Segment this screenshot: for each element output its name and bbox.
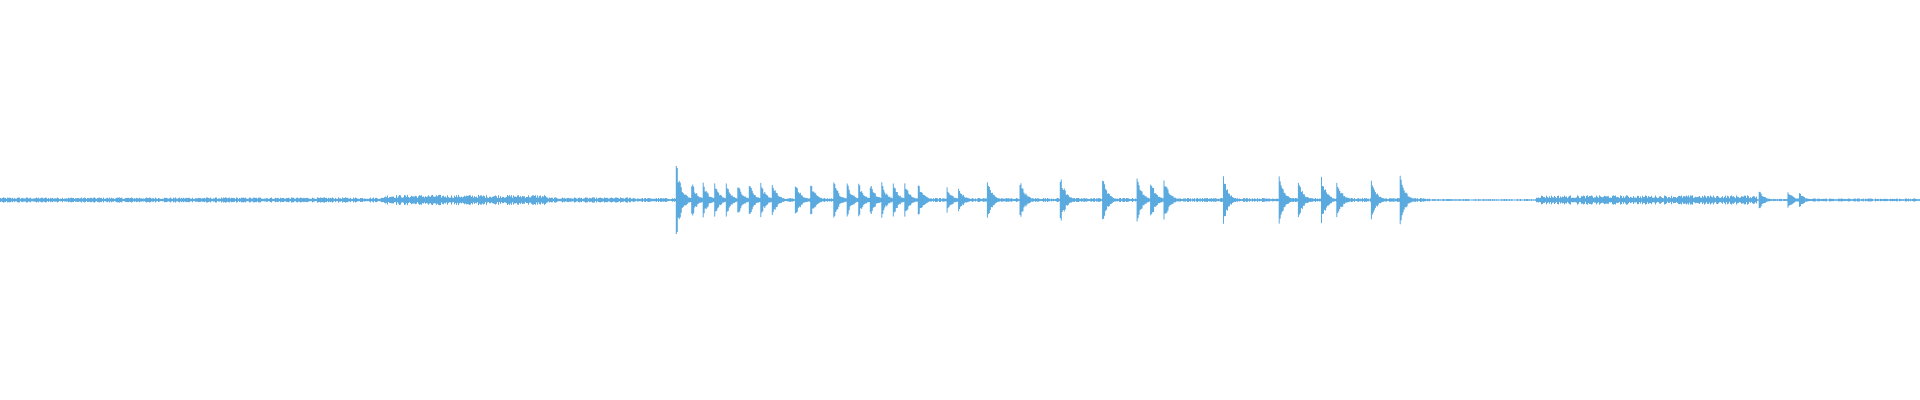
waveform-transient: [986, 182, 1005, 218]
waveform-transient: [1102, 180, 1121, 220]
waveform-transient: [1163, 180, 1182, 220]
waveform-transient: [1321, 176, 1339, 224]
waveform-transient: [810, 185, 829, 215]
waveform-transient: [958, 188, 977, 212]
waveform-transient: [1019, 183, 1038, 217]
waveform-transient: [1223, 176, 1241, 224]
waveform-transient-small: [1799, 193, 1817, 207]
waveform-transient: [1336, 182, 1355, 218]
waveform-transient: [1399, 175, 1418, 225]
waveform-transients: [675, 165, 1817, 235]
waveform-transient: [675, 165, 694, 235]
waveform-transient: [771, 185, 790, 215]
waveform-transient: [1370, 180, 1389, 220]
waveform-transient: [1297, 182, 1316, 218]
waveform-transient: [917, 185, 936, 215]
waveform-transient: [1059, 179, 1078, 221]
waveform-transient: [794, 186, 813, 214]
waveform-transient-small: [1758, 191, 1777, 209]
waveform-transient: [1278, 176, 1297, 224]
